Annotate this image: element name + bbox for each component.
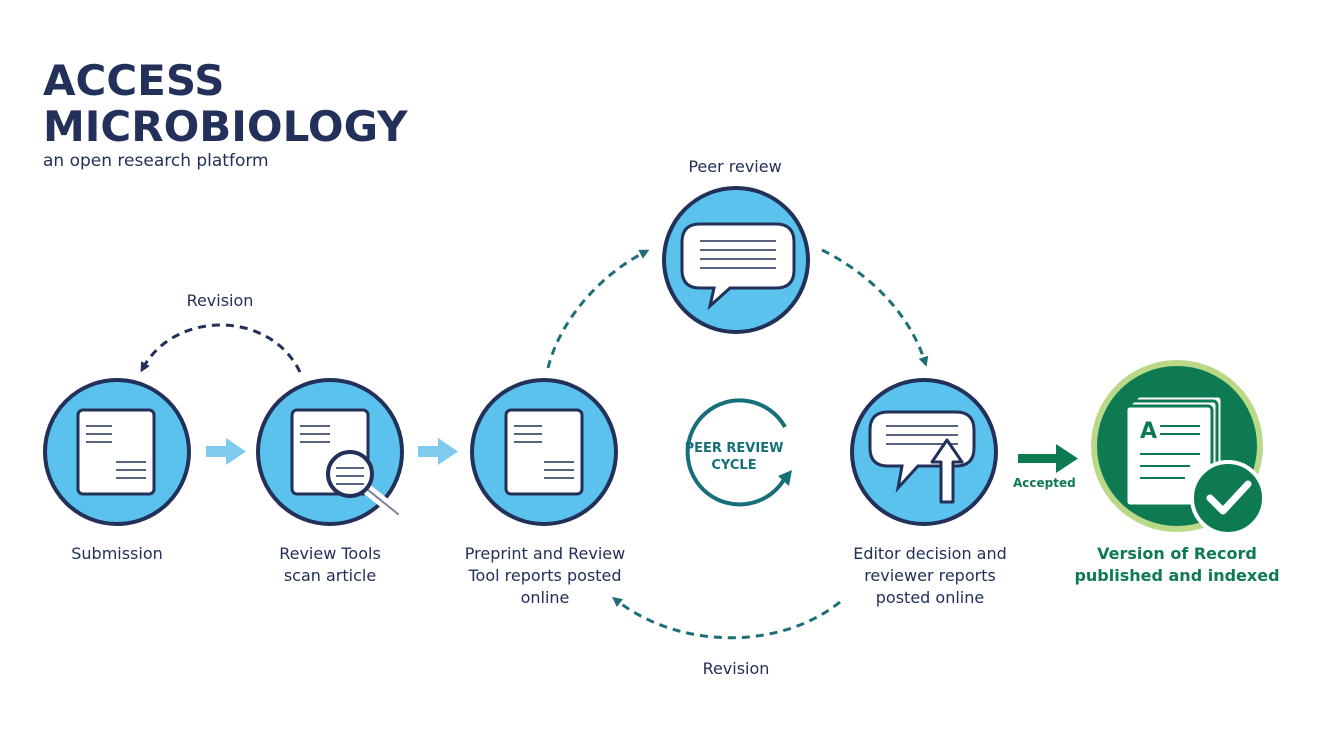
speech-bubble-icon bbox=[680, 222, 796, 311]
upload-arrow-icon bbox=[930, 438, 964, 504]
label-preprint: Preprint and Review Tool reports posted … bbox=[464, 544, 626, 607]
label-peer-review-cycle: PEER REVIEW CYCLE bbox=[684, 441, 784, 473]
editor-decision-node bbox=[850, 378, 998, 526]
published-document-icon: A bbox=[1124, 394, 1224, 508]
arrow-submission-to-tools bbox=[206, 438, 246, 465]
cycle-arrow-icon bbox=[685, 398, 792, 507]
submission-node bbox=[43, 378, 191, 526]
speech-bubble-icon bbox=[868, 410, 976, 493]
accepted-arrow bbox=[1018, 444, 1078, 473]
version-of-record-node: A bbox=[1091, 360, 1266, 536]
revision-arc-bottom bbox=[612, 596, 841, 640]
magnifier-icon bbox=[326, 450, 404, 520]
label-revision-bottom: Revision bbox=[702, 659, 770, 678]
revision-arc-top bbox=[140, 323, 302, 373]
arc-to-peer-review bbox=[546, 249, 650, 369]
checkmark-icon bbox=[1190, 460, 1266, 536]
label-peer-review: Peer review bbox=[688, 157, 782, 176]
label-editor-decision: Editor decision and reviewer reports pos… bbox=[853, 544, 1007, 607]
review-tools-node bbox=[256, 378, 404, 526]
label-accepted: Accepted bbox=[1013, 476, 1076, 490]
document-icon bbox=[504, 408, 584, 496]
doc-letter: A bbox=[1140, 419, 1157, 444]
label-submission: Submission bbox=[71, 544, 163, 563]
peer-review-node bbox=[662, 186, 810, 334]
arc-from-peer-review bbox=[821, 248, 929, 367]
label-review-tools: Review Tools scan article bbox=[279, 544, 381, 585]
brand-tagline: an open research platform bbox=[43, 151, 269, 171]
label-revision-top: Revision bbox=[186, 291, 254, 310]
arrow-tools-to-preprint bbox=[418, 438, 458, 465]
brand-line-1: ACCESS bbox=[43, 56, 225, 105]
document-icon bbox=[76, 408, 156, 496]
label-version-of-record: Version of Record published and indexed bbox=[1074, 544, 1280, 585]
brand-line-2: MICROBIOLOGY bbox=[43, 102, 408, 151]
brand-logo: ACCESS MICROBIOLOGY an open research pla… bbox=[43, 58, 408, 172]
preprint-node bbox=[470, 378, 618, 526]
